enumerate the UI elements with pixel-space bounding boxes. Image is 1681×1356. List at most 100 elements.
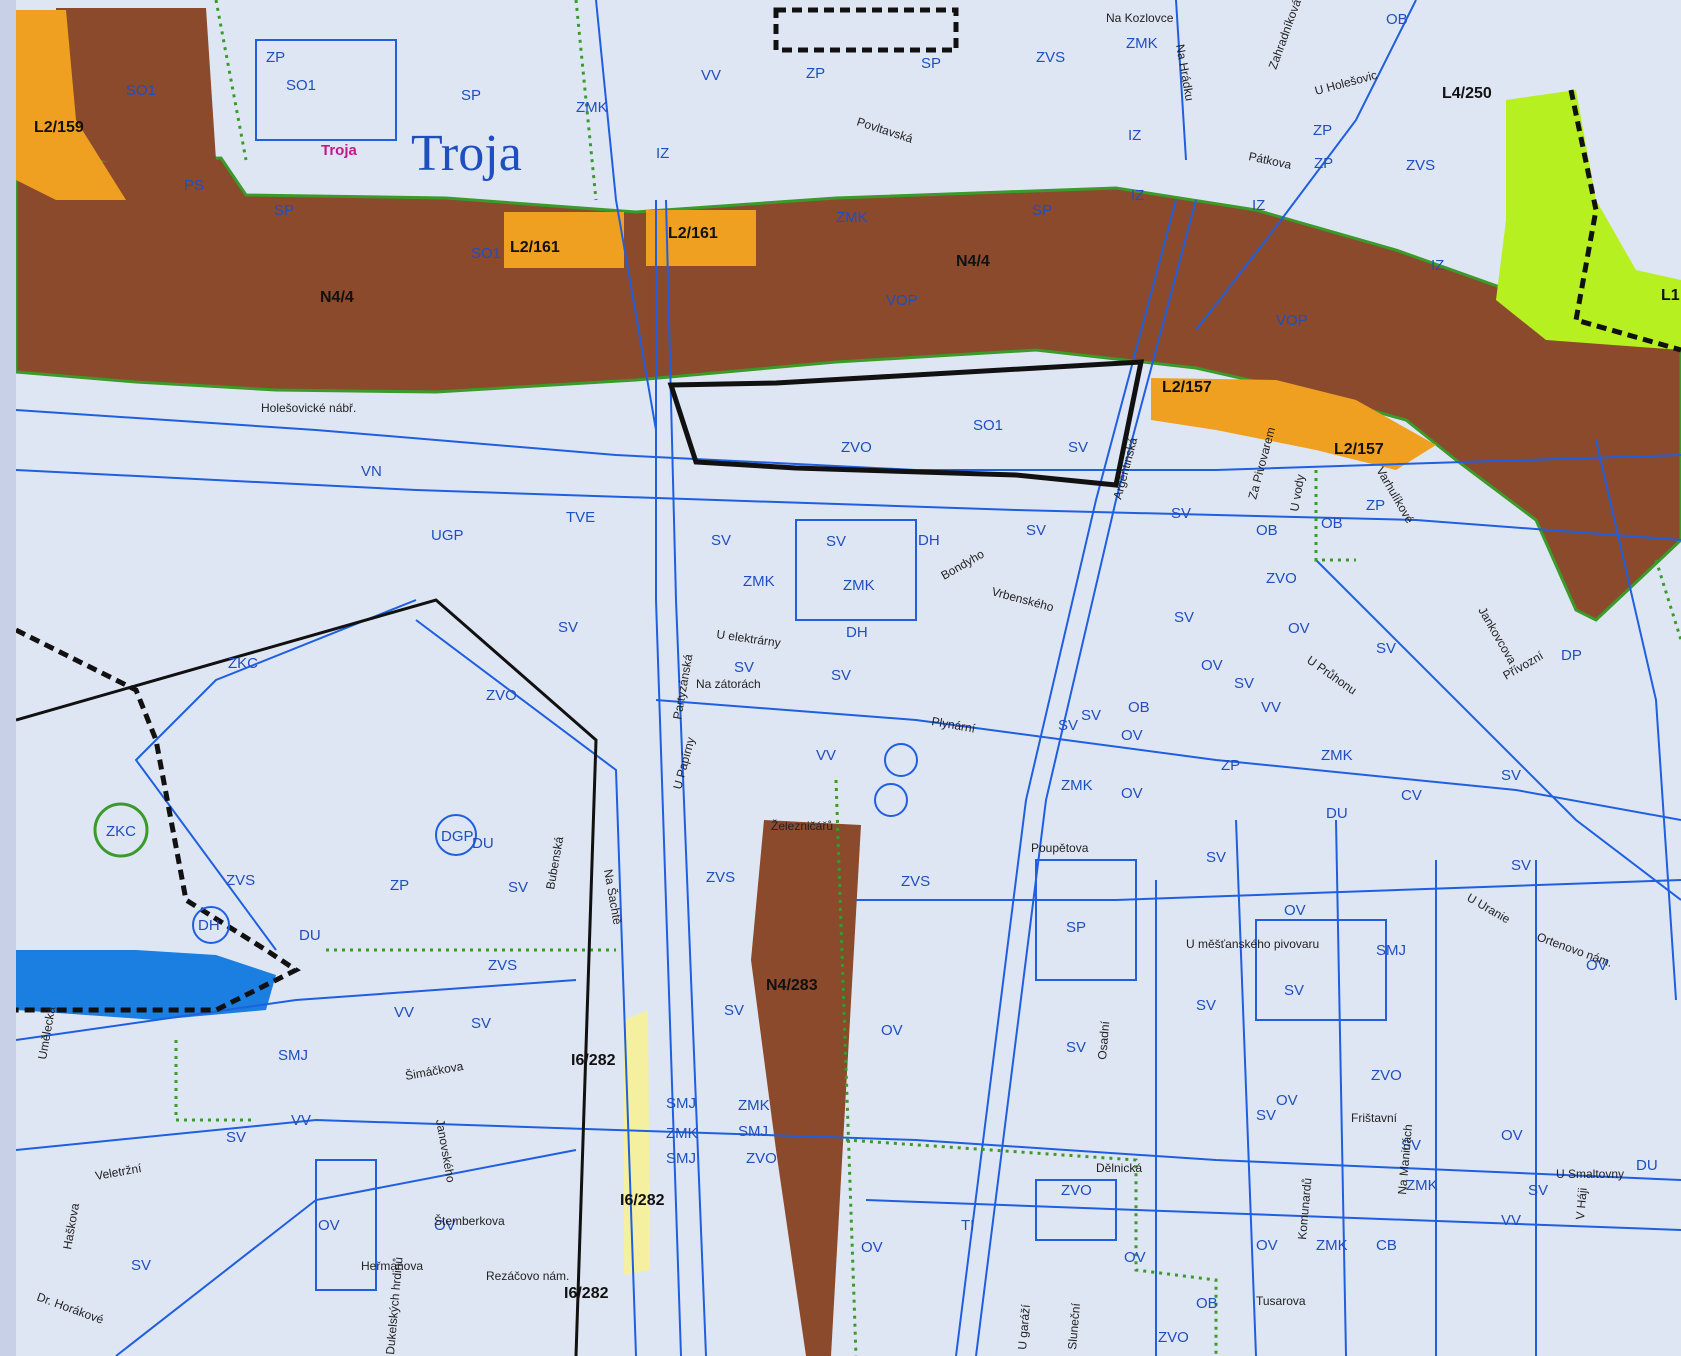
svg-text:VV: VV [1501, 1212, 1521, 1229]
svg-text:TVE: TVE [566, 509, 595, 526]
svg-text:DU: DU [1636, 1157, 1658, 1174]
svg-text:SV: SV [1066, 1039, 1086, 1056]
brown-zone-n4-283 [751, 820, 861, 1356]
svg-text:SV: SV [558, 619, 578, 636]
svg-text:ZVO: ZVO [746, 1150, 777, 1167]
svg-text:SO1: SO1 [471, 245, 501, 262]
svg-text:ZMK: ZMK [1061, 777, 1093, 794]
orange-zone-l2-161-b [646, 210, 756, 266]
svg-text:SP: SP [1066, 919, 1086, 936]
svg-text:SV: SV [1501, 767, 1521, 784]
svg-text:OV: OV [1288, 620, 1310, 637]
svg-text:L4/250: L4/250 [1442, 85, 1492, 102]
svg-text:SV: SV [724, 1002, 744, 1019]
svg-text:OV: OV [434, 1217, 456, 1234]
svg-text:SMJ: SMJ [666, 1150, 696, 1167]
svg-text:L2/161: L2/161 [510, 239, 560, 256]
svg-text:DH: DH [918, 532, 940, 549]
svg-text:SP: SP [274, 202, 294, 219]
map-canvas[interactable]: Troja Troja L2/159 L2/161 L2/161 N4/4 N4… [16, 0, 1681, 1356]
svg-text:I6/282: I6/282 [564, 1285, 609, 1302]
svg-text:I6/282: I6/282 [620, 1192, 665, 1209]
study-area-outline[interactable] [667, 359, 1145, 488]
svg-text:DU: DU [472, 835, 494, 852]
svg-text:ZVO: ZVO [1061, 1182, 1092, 1199]
svg-text:IZ: IZ [1252, 197, 1265, 214]
svg-text:ZMK: ZMK [843, 577, 875, 594]
svg-text:VV: VV [701, 67, 721, 84]
svg-text:DP: DP [1561, 647, 1582, 664]
svg-text:OV: OV [1124, 1249, 1146, 1266]
svg-text:VOP: VOP [886, 292, 918, 309]
svg-text:OV: OV [1284, 902, 1306, 919]
svg-text:SP: SP [921, 55, 941, 72]
svg-text:OV: OV [1121, 785, 1143, 802]
svg-text:CB: CB [1376, 1237, 1397, 1254]
svg-text:L2/159: L2/159 [34, 119, 84, 136]
svg-text:SV: SV [1174, 609, 1194, 626]
svg-text:SMJ: SMJ [738, 1123, 768, 1140]
svg-text:ZP: ZP [266, 49, 285, 66]
river-zone-n4-4 [16, 156, 1681, 622]
svg-text:ZKC: ZKC [106, 823, 136, 840]
svg-text:VV: VV [291, 1112, 311, 1129]
svg-text:N4/283: N4/283 [766, 977, 818, 994]
svg-text:SV: SV [1081, 707, 1101, 724]
svg-text:Železničářů: Železničářů [771, 818, 833, 833]
svg-text:TI: TI [961, 1217, 974, 1234]
black-boundary-line [16, 598, 598, 1356]
svg-text:ZP: ZP [1366, 497, 1385, 514]
svg-text:SV: SV [1206, 849, 1226, 866]
svg-text:ZP: ZP [390, 877, 409, 894]
svg-text:OB: OB [1128, 699, 1150, 716]
road-network [16, 0, 1681, 1356]
svg-text:VN: VN [361, 463, 382, 480]
svg-text:DH: DH [198, 917, 220, 934]
place-label-troja-small: Troja [321, 142, 358, 159]
svg-text:I6/282: I6/282 [571, 1052, 616, 1069]
svg-text:Tusarova: Tusarova [1256, 1294, 1306, 1308]
svg-text:U Smaltovny: U Smaltovny [1556, 1167, 1624, 1181]
svg-text:ZVS: ZVS [901, 873, 930, 890]
svg-text:OV: OV [1121, 727, 1143, 744]
svg-text:ZP: ZP [806, 65, 825, 82]
svg-text:ZP: ZP [1313, 122, 1332, 139]
svg-text:OB: OB [1196, 1295, 1218, 1312]
svg-text:L1: L1 [1661, 287, 1680, 304]
svg-text:OV: OV [861, 1239, 883, 1256]
svg-text:SV: SV [1528, 1182, 1548, 1199]
svg-text:ZMK: ZMK [1321, 747, 1353, 764]
svg-text:SV: SV [734, 659, 754, 676]
svg-text:OB: OB [1321, 515, 1343, 532]
svg-text:U měšťanského pivovaru: U měšťanského pivovaru [1186, 937, 1319, 951]
svg-text:ZVS: ZVS [1406, 157, 1435, 174]
svg-text:L2/157: L2/157 [1162, 379, 1212, 396]
circle-markers [93, 743, 918, 944]
svg-text:SO1: SO1 [286, 77, 316, 94]
svg-text:DU: DU [1326, 805, 1348, 822]
bold-code-labels: L2/159 L2/161 L2/161 N4/4 N4/4 L2/157 L2… [34, 85, 1680, 1302]
svg-text:ZMK: ZMK [1316, 1237, 1348, 1254]
svg-text:OV: OV [1276, 1092, 1298, 1109]
svg-text:Holešovické nábř.: Holešovické nábř. [261, 401, 356, 415]
svg-text:PS: PS [184, 177, 204, 194]
svg-text:VOP: VOP [1276, 312, 1308, 329]
svg-text:DGP: DGP [441, 828, 474, 845]
svg-text:Poupětova: Poupětova [1031, 841, 1089, 855]
svg-text:Na Kozlovce: Na Kozlovce [1106, 11, 1174, 25]
svg-text:SV: SV [1256, 1107, 1276, 1124]
svg-text:SV: SV [1171, 505, 1191, 522]
svg-text:ZMK: ZMK [1406, 1177, 1438, 1194]
svg-text:UGP: UGP [431, 527, 464, 544]
svg-text:SO1: SO1 [973, 417, 1003, 434]
dashed-boundary-top [773, 7, 959, 53]
svg-text:SMJ: SMJ [1376, 942, 1406, 959]
svg-text:ZVO: ZVO [486, 687, 517, 704]
svg-text:SV: SV [826, 533, 846, 550]
svg-text:N4/4: N4/4 [956, 253, 990, 270]
orange-zone-l2-159 [16, 10, 126, 200]
svg-text:SV: SV [1234, 675, 1254, 692]
svg-text:V Háji: V Háji [1573, 1187, 1590, 1220]
svg-text:Komunardů: Komunardů [1295, 1177, 1314, 1240]
